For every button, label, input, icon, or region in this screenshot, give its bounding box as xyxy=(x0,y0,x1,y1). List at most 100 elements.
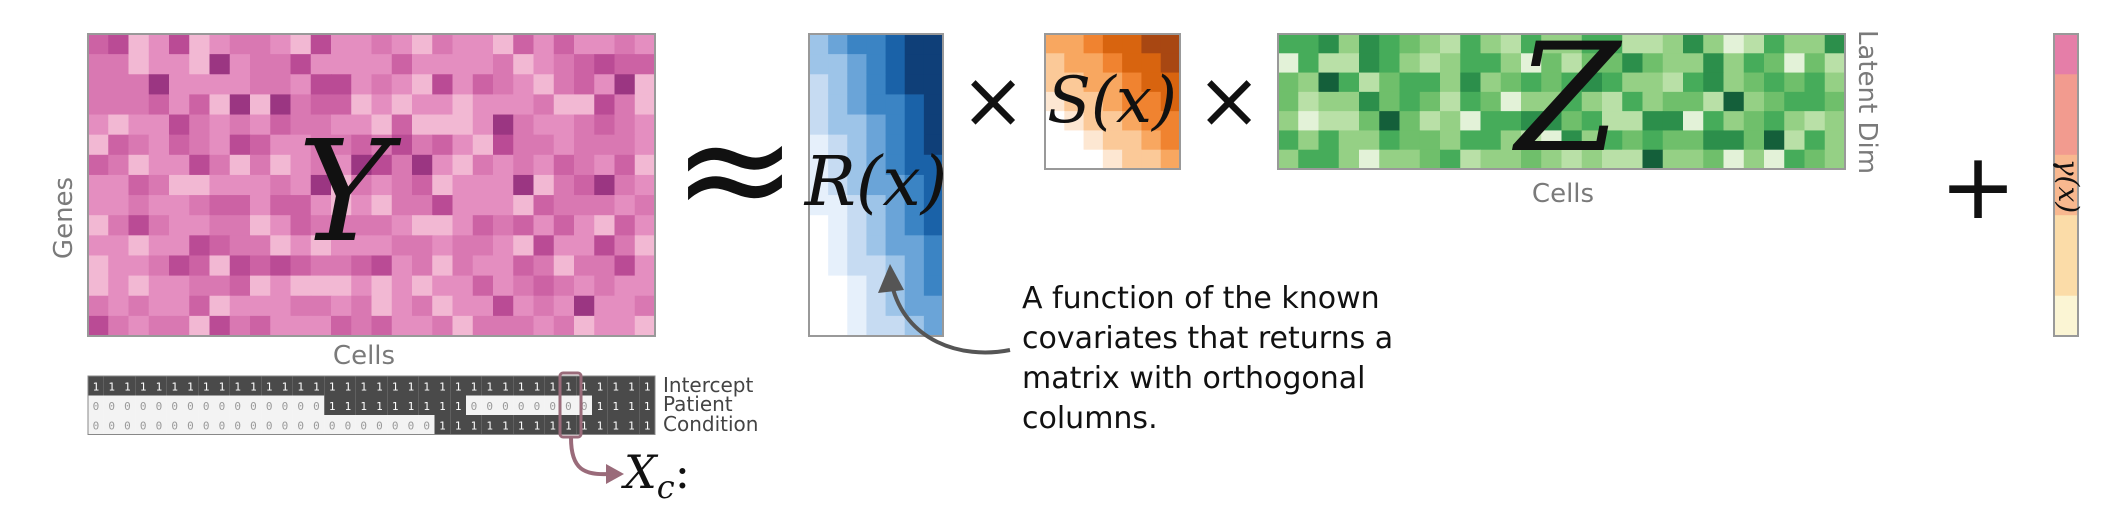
z-cell xyxy=(1419,53,1441,74)
r-cell xyxy=(809,295,829,317)
design-bit: 0 xyxy=(219,400,226,413)
s-cell xyxy=(1045,72,1065,93)
y-cell xyxy=(250,215,271,236)
z-cell xyxy=(1622,53,1643,74)
z-cell xyxy=(1318,34,1340,54)
y-cell xyxy=(270,275,291,297)
y-cell xyxy=(493,255,514,277)
z-cell xyxy=(1703,91,1724,112)
z-cell xyxy=(1399,91,1421,112)
z-cell xyxy=(1743,34,1765,54)
design-cell xyxy=(371,376,388,396)
r-cell xyxy=(923,34,944,55)
r-cell xyxy=(866,74,887,95)
design-bit: 0 xyxy=(345,420,352,433)
design-cell xyxy=(166,395,183,415)
y-cell xyxy=(270,174,291,196)
design-cell xyxy=(513,395,529,415)
y-cell xyxy=(513,134,534,156)
y-cell xyxy=(513,215,534,236)
z-cell xyxy=(1602,34,1623,54)
y-cell xyxy=(574,114,595,136)
y-cell xyxy=(634,295,656,317)
y-cell xyxy=(614,74,636,95)
y-cell xyxy=(108,255,129,277)
design-cell xyxy=(229,376,246,396)
y-cell xyxy=(432,215,453,236)
r-cell xyxy=(923,174,944,196)
r-cell xyxy=(923,295,944,317)
s-cell xyxy=(1064,111,1085,131)
z-cell xyxy=(1764,53,1785,74)
y-cell xyxy=(371,174,393,196)
y-cell xyxy=(148,74,170,95)
y-cell xyxy=(290,295,312,317)
s-cell xyxy=(1083,149,1104,170)
y-cell xyxy=(169,174,190,196)
design-cell xyxy=(103,376,120,396)
z-cell xyxy=(1642,149,1664,170)
z-cell xyxy=(1318,149,1340,170)
gamma-cell xyxy=(2054,195,2078,216)
y-cell xyxy=(250,114,271,136)
y-cell xyxy=(432,174,453,196)
design-cell xyxy=(324,376,340,396)
y-cell xyxy=(533,295,555,317)
y-cell xyxy=(533,34,555,55)
y-cell xyxy=(412,255,433,277)
r-cell xyxy=(904,94,925,116)
z-cell xyxy=(1379,72,1400,93)
annotation-arrowhead xyxy=(878,264,904,293)
design-bit: 1 xyxy=(612,420,619,433)
design-cell xyxy=(466,376,482,396)
y-cell xyxy=(432,74,453,95)
y-cell xyxy=(189,94,210,116)
s-cell xyxy=(1141,111,1162,131)
z-cell xyxy=(1642,91,1664,112)
s-cell xyxy=(1102,149,1123,170)
z-cell xyxy=(1743,91,1765,112)
y-cell xyxy=(209,74,231,95)
r-cell xyxy=(866,295,887,317)
design-bit: 0 xyxy=(234,400,241,413)
y-cell xyxy=(432,195,453,216)
y-cell xyxy=(594,94,615,116)
y-cell xyxy=(108,154,129,176)
s-cell xyxy=(1141,53,1162,74)
r-cell xyxy=(885,114,906,136)
r-cell xyxy=(885,74,906,95)
r-symbol: R(x) xyxy=(803,143,948,222)
y-cell xyxy=(391,34,413,55)
y-cell xyxy=(452,54,474,75)
y-cell xyxy=(229,114,251,136)
y-cell xyxy=(270,34,291,55)
y-cell xyxy=(513,94,534,116)
z-cell xyxy=(1602,72,1623,93)
r-cell xyxy=(828,174,848,196)
design-cell xyxy=(403,415,419,435)
z-cell xyxy=(1683,34,1704,54)
design-cell xyxy=(466,415,482,435)
design-row-label-intercept: Intercept xyxy=(663,373,754,397)
z-cell xyxy=(1743,111,1765,131)
design-bit: 1 xyxy=(203,381,210,394)
design-bit: 1 xyxy=(644,400,651,413)
y-cell xyxy=(108,134,129,156)
y-cell xyxy=(553,215,575,236)
gamma-cell xyxy=(2054,315,2078,337)
z-cell xyxy=(1561,149,1583,170)
z-cell xyxy=(1440,72,1461,93)
y-cell xyxy=(472,235,494,256)
design-matrix-border xyxy=(87,375,656,435)
gamma-cell xyxy=(2054,134,2078,156)
y-cell xyxy=(513,154,534,176)
z-cell xyxy=(1541,149,1562,170)
y-cell xyxy=(310,215,332,236)
design-cell xyxy=(544,376,561,396)
r-cell xyxy=(847,94,867,116)
y-cell xyxy=(209,275,231,297)
z-heatmap xyxy=(1278,34,1846,170)
z-cell xyxy=(1581,53,1603,74)
z-cell xyxy=(1804,130,1826,151)
r-cell xyxy=(828,54,848,75)
